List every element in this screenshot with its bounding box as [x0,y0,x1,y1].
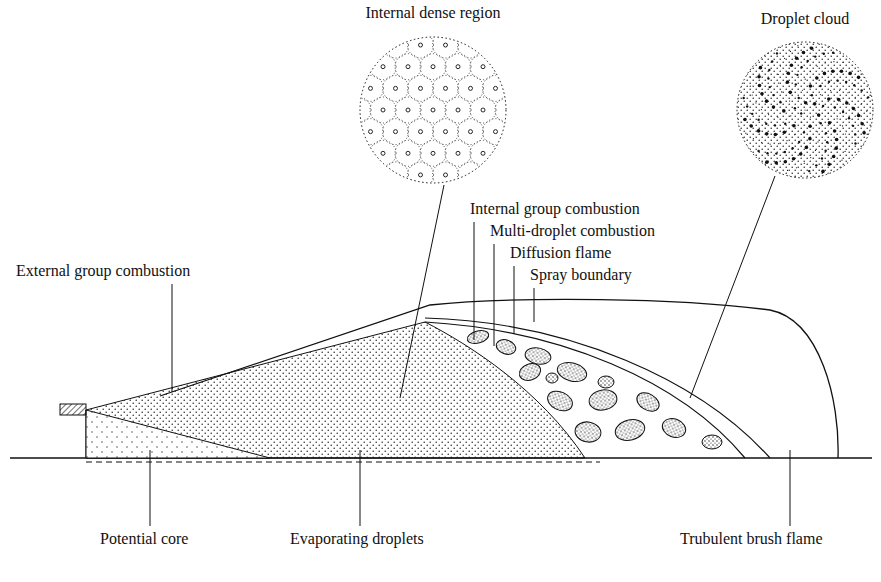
dense-region [86,322,585,458]
view-heading: Droplet cloud [725,10,881,28]
label-text: Trubulent brush flame [680,530,823,547]
nozzle [60,404,86,415]
label-text: Multi-droplet combustion [490,222,655,239]
droplet-group [524,346,552,366]
potential-core [86,410,270,458]
view-heading: Internal dense region [343,4,523,22]
circle-outline [725,30,881,181]
label-text: External group combustion [16,262,190,279]
droplet-group [634,389,663,415]
axis-dash [86,462,600,463]
droplet-group [573,420,602,444]
droplet-group [546,373,558,383]
magnified-view: Droplet cloud [725,10,881,181]
droplet-group [544,387,575,414]
region-label: Internal group combustion [470,200,640,218]
droplet-group [517,361,543,384]
region-label: Trubulent brush flame [680,530,823,548]
region-label: Diffusion flame [510,244,611,262]
label-text: Potential core [100,530,188,547]
label-text: Internal group combustion [470,200,640,217]
region-label: Spray boundary [530,266,632,284]
circle-outline [343,24,523,186]
droplet-group [613,416,647,443]
droplet-group [494,337,518,357]
region-label: Multi-droplet combustion [490,222,655,240]
droplet-groups [466,328,722,449]
droplet-group [702,435,722,449]
label-text: Spray boundary [530,266,632,283]
region-label: External group combustion [16,262,190,280]
region-label: Evaporating droplets [290,530,424,548]
droplet-group [587,388,618,413]
magnified-view: Internal dense region [343,4,523,186]
droplet-group [555,359,589,384]
droplet-group [598,376,614,388]
region-label: Potential core [100,530,188,548]
droplet-group [466,328,490,345]
leader-lines [150,176,790,526]
label-text: Diffusion flame [510,244,611,261]
core-ground [86,410,270,458]
label-text: Evaporating droplets [290,530,424,547]
droplet-group [660,415,689,440]
